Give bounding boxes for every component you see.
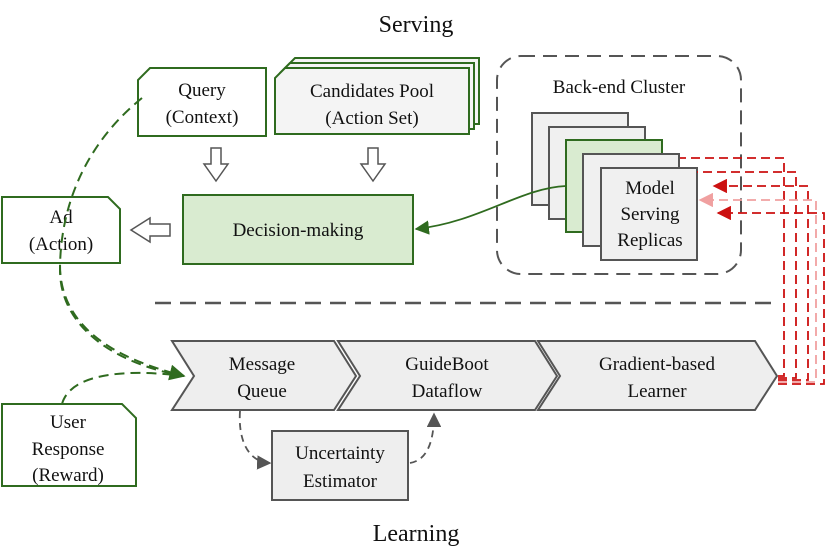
guideboot-dataflow-node: GuideBoot Dataflow xyxy=(336,340,559,411)
model-update-loops xyxy=(680,157,825,385)
ad-label: Ad xyxy=(49,207,73,228)
gradient-learner-node: Gradient-based Learner xyxy=(536,340,779,411)
queue-label-2: Queue xyxy=(237,381,287,402)
uncertainty-to-dataflow-curve xyxy=(409,412,442,464)
dataflow-label-1: GuideBoot xyxy=(405,354,489,375)
replicas-stack: Model Serving Replicas xyxy=(531,112,698,261)
user-label-2: Response xyxy=(32,439,105,460)
backend-cluster-box xyxy=(496,55,742,275)
dataflow-label-2: Dataflow xyxy=(412,381,483,402)
message-queue-node: Message Queue xyxy=(170,340,358,411)
uncertainty-label-2: Estimator xyxy=(303,471,378,492)
replicas-label-2: Serving xyxy=(620,204,680,225)
user-to-queue-curve xyxy=(61,371,185,405)
decision-making-node: Decision-making xyxy=(182,194,414,265)
ad-node: Ad (Action) xyxy=(1,196,121,264)
serving-title: Serving xyxy=(379,12,454,38)
candidates-pool-node: Candidates Pool (Action Set) xyxy=(274,57,480,135)
query-down-arrow xyxy=(202,147,230,183)
query-sublabel: (Context) xyxy=(166,107,239,128)
backend-cluster-label: Back-end Cluster xyxy=(553,77,686,98)
candidates-down-arrow xyxy=(359,147,387,183)
ad-to-queue-curve xyxy=(59,264,186,381)
replica-to-decision-arrow xyxy=(414,185,567,235)
user-label-1: User xyxy=(50,412,87,433)
user-label-3: (Reward) xyxy=(32,465,104,486)
candidates-label: Candidates Pool xyxy=(310,81,434,102)
ad-sublabel: (Action) xyxy=(29,234,93,255)
query-label: Query xyxy=(178,80,226,101)
decision-label: Decision-making xyxy=(233,220,364,241)
decision-to-ad-arrow xyxy=(129,216,171,244)
queue-to-uncertainty-curve xyxy=(238,410,272,470)
uncertainty-label-1: Uncertainty xyxy=(295,443,385,464)
uncertainty-estimator-node: Uncertainty Estimator xyxy=(271,430,409,501)
replicas-label-1: Model xyxy=(625,178,675,199)
query-node: Query (Context) xyxy=(137,67,267,137)
user-response-node: User Response (Reward) xyxy=(1,403,137,487)
replicas-label-3: Replicas xyxy=(617,230,682,251)
learner-label-1: Gradient-based xyxy=(599,354,716,375)
candidates-sublabel: (Action Set) xyxy=(325,108,418,129)
learning-title: Learning xyxy=(373,521,460,547)
queue-label-1: Message xyxy=(229,354,295,375)
learner-label-2: Learner xyxy=(627,381,687,402)
